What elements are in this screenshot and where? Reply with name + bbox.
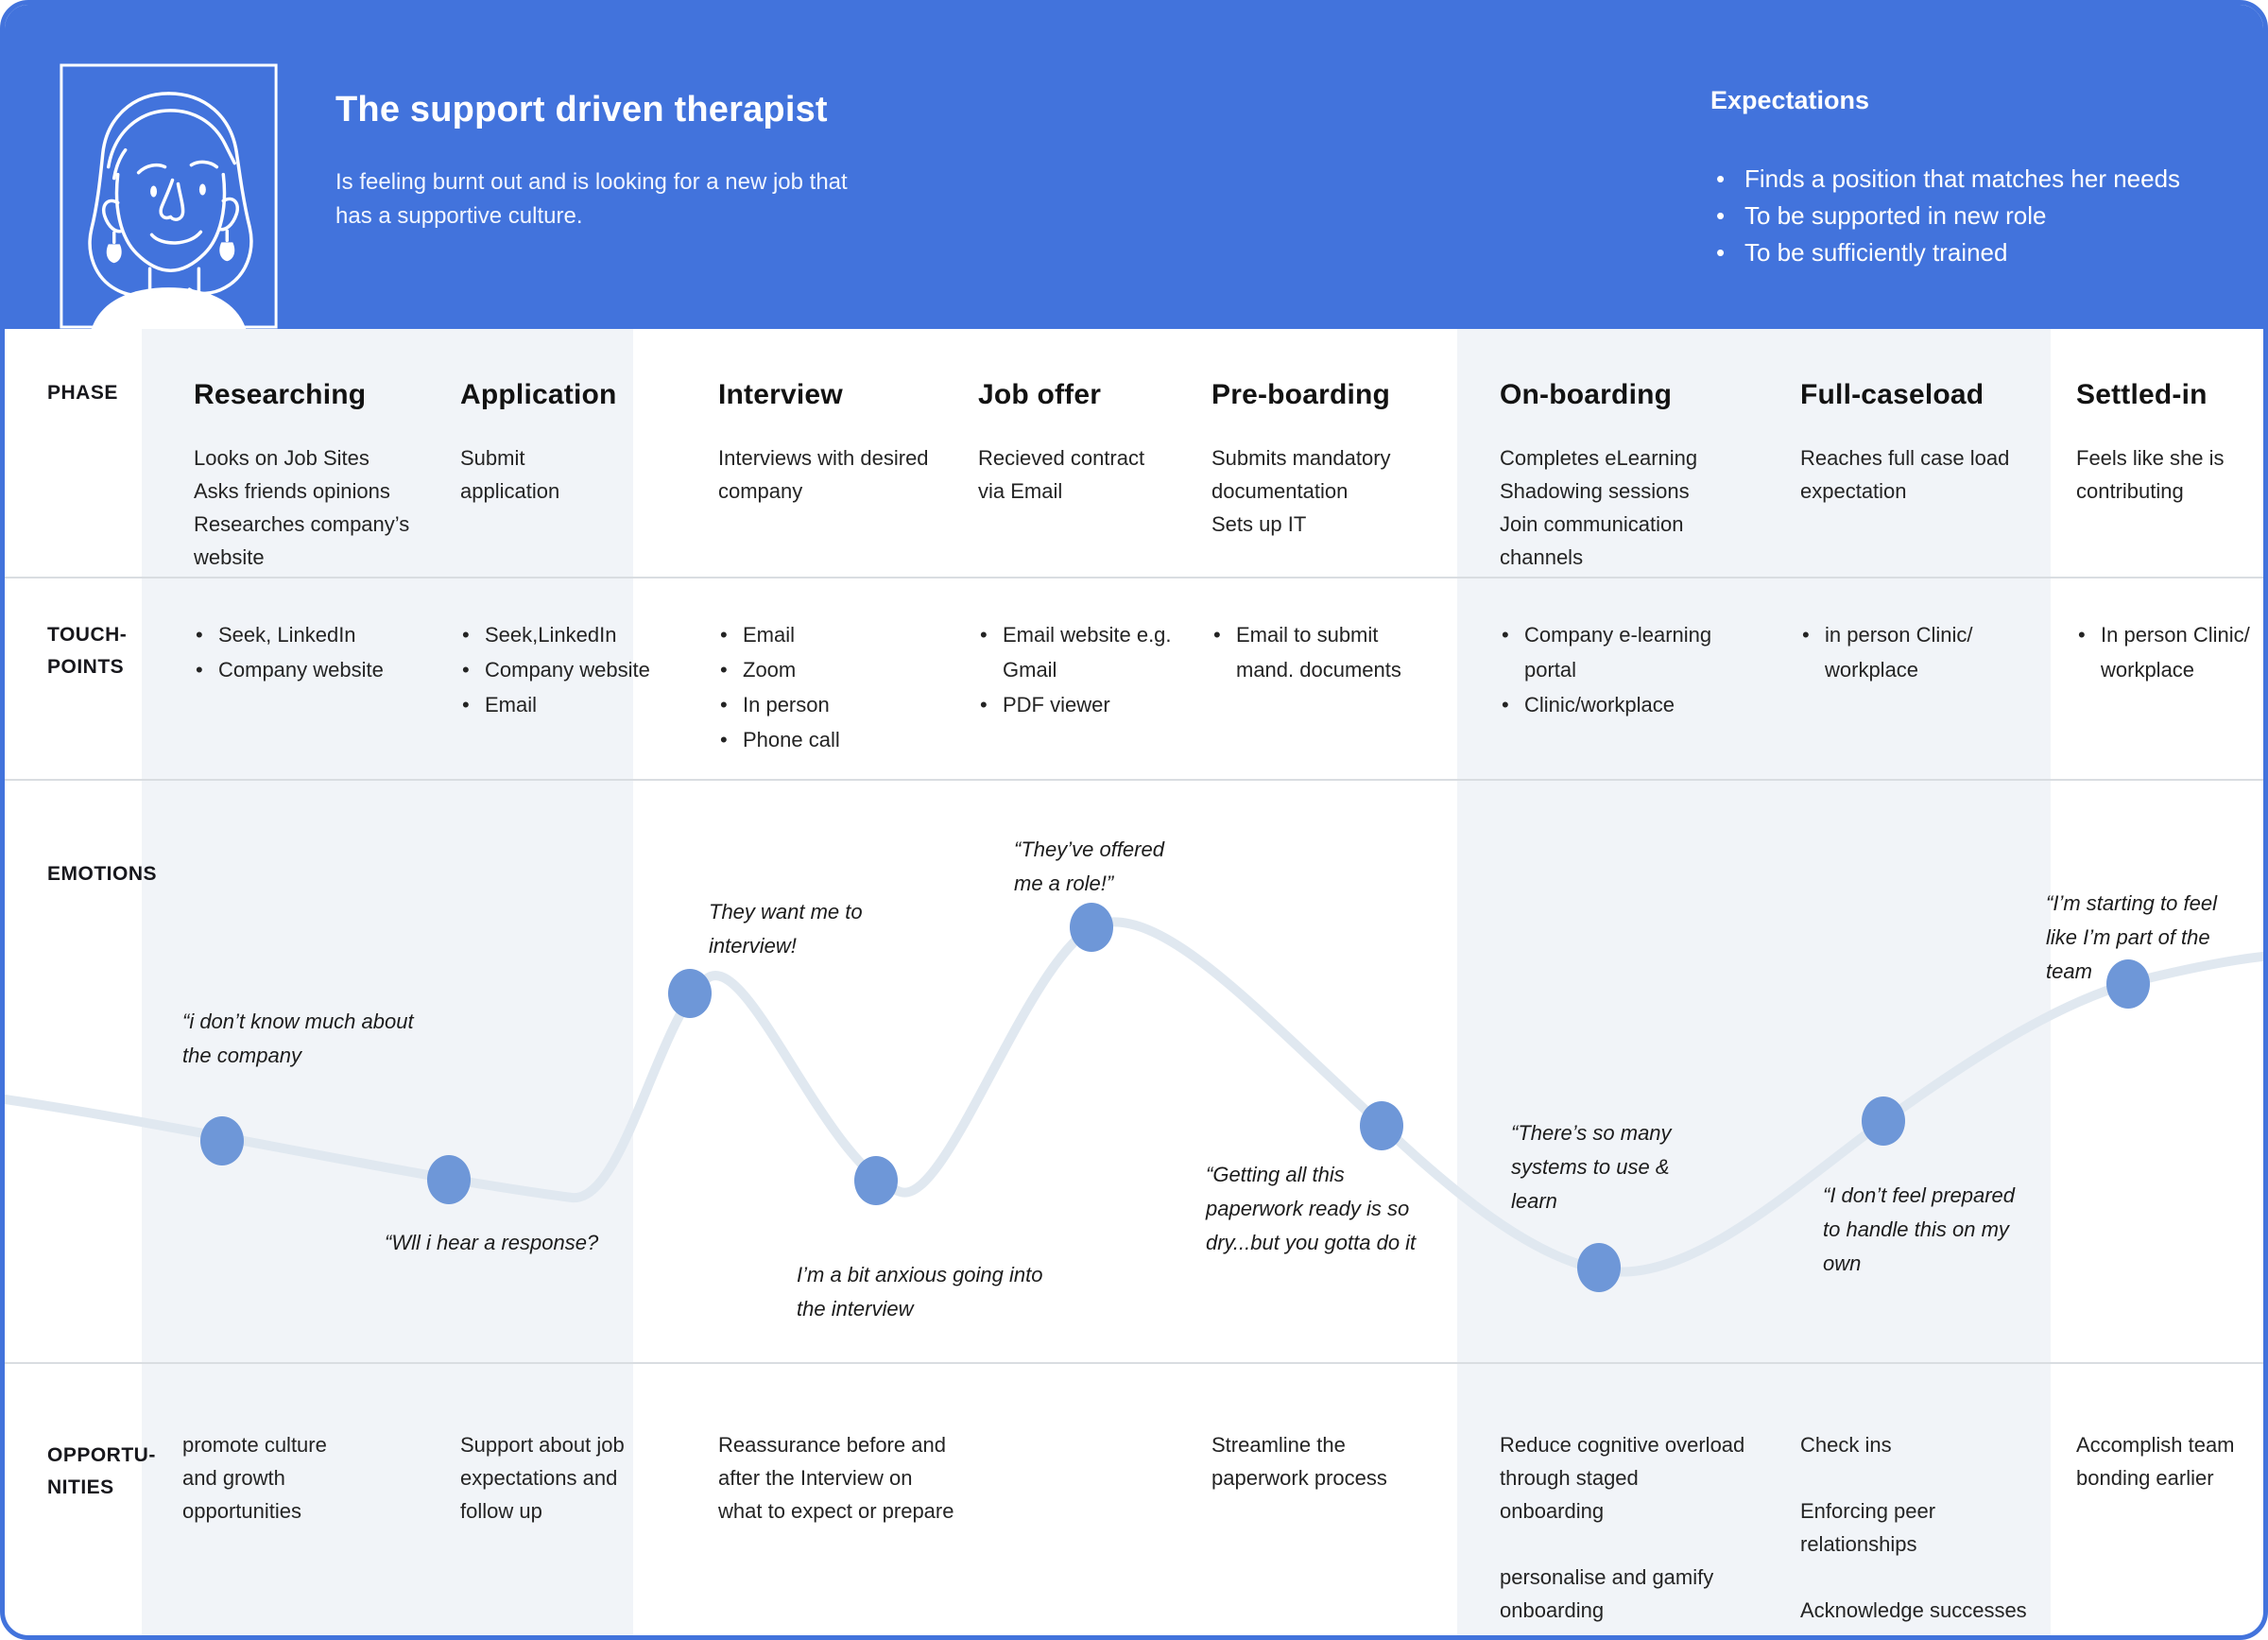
phase-desc: Reaches full case load expectation [1800,446,2010,503]
phase-desc: Submits mandatory documentation Sets up … [1211,446,1391,536]
emotion-dot [1070,903,1113,952]
row-label-opportunities: OPPORTU- NITIES [47,1444,156,1498]
opportunity-pre-boarding: Streamline the paperwork process [1211,1433,1387,1490]
phase-column-researching: Researching Looks on Job Sites Asks frie… [194,379,409,574]
expectation-item: To be sufficiently trained [1710,234,2180,271]
expectations-section: Expectations Finds a position that match… [1710,86,2180,271]
expectations-list: Finds a position that matches her needsT… [1710,161,2180,271]
opportunity-on-boarding: Reduce cognitive overload through staged… [1500,1433,1745,1622]
emotion-quote: “I’m starting to feel like I’m part of t… [2046,891,2217,983]
opportunity-settled-in: Accomplish team bonding earlier [2076,1433,2235,1490]
expectations-title: Expectations [1710,86,1870,114]
row-divider [5,577,2263,578]
phase-title: Researching [194,379,367,410]
touchpoint-item: In person Clinic/ workplace [2076,617,2250,687]
touchpoints-on-boarding: Company e-learning portalClinic/workplac… [1500,617,1711,722]
phase-desc: Completes eLearning Shadowing sessions J… [1500,446,1698,569]
phase-title: On-boarding [1500,379,1673,410]
touchpoint-item: Company e-learning portal [1500,617,1711,687]
persona-description: Is feeling burnt out and is looking for … [335,169,848,229]
phase-column-pre-boarding: Pre-boarding Submits mandatory documenta… [1211,379,1391,541]
touchpoint-item: Clinic/workplace [1500,687,1711,722]
opportunity-application: Support about job expectations and follo… [460,1433,625,1523]
emotion-quote: “Wll i hear a response? [385,1231,599,1254]
row-divider [5,779,2263,781]
touchpoints-full-caseload: in person Clinic/ workplace [1800,617,1973,687]
touchpoints-application: Seek,LinkedInCompany websiteEmail [460,617,650,722]
phase-title: Full-caseload [1800,379,1984,410]
touchpoint-item: in person Clinic/ workplace [1800,617,1973,687]
touchpoints-interview: EmailZoomIn personPhone call [718,617,840,757]
phase-desc: Recieved contract via Email [978,446,1145,503]
touchpoint-item: Zoom [718,652,840,687]
persona-avatar [59,63,279,329]
touchpoint-item: Email [460,687,650,722]
phase-desc: Looks on Job Sites Asks friends opinions… [194,446,410,569]
avatar-illustration-icon [60,63,278,329]
touchpoints-settled-in: In person Clinic/ workplace [2076,617,2250,687]
touchpoint-item: In person [718,687,840,722]
emotion-dot [1360,1101,1403,1150]
touchpoint-item: PDF viewer [978,687,1172,722]
touchpoint-item: Seek,LinkedIn [460,617,650,652]
phase-column-application: Application Submit application [460,379,617,508]
touchpoint-item: Company website [460,652,650,687]
touchpoint-item: Seek, LinkedIn [194,617,384,652]
phase-desc: Interviews with desired company [718,446,929,503]
row-label-phase: PHASE [47,382,118,404]
opportunity-full-caseload: Check ins Enforcing peer relationships A… [1800,1433,2027,1622]
emotion-quote: “There’s so many systems to use & learn [1511,1121,1672,1213]
touchpoint-item: Email website e.g. Gmail [978,617,1172,687]
emotion-quote: I’m a bit anxious going into the intervi… [797,1263,1043,1321]
persona-header: The support driven therapist Is feeling … [5,5,2263,329]
touchpoint-item: Phone call [718,722,840,757]
emotion-quote: “Getting all this paperwork ready is so … [1206,1163,1417,1254]
phase-title: Settled-in [2076,379,2208,410]
touchpoint-list: Seek, LinkedInCompany website [194,617,384,687]
touchpoint-item: Company website [194,652,384,687]
touchpoint-item: Email [718,617,840,652]
phase-title: Job offer [978,379,1102,410]
row-divider [5,1362,2263,1364]
phase-column-full-caseload: Full-caseload Reaches full case load exp… [1800,379,2009,508]
touchpoints-researching: Seek, LinkedInCompany website [194,617,384,687]
touchpoint-list: EmailZoomIn personPhone call [718,617,840,757]
emotion-dot [668,969,712,1018]
row-label-touchpoints: TOUCH- POINTS [47,624,128,678]
phase-column-on-boarding: On-boarding Completes eLearning Shadowin… [1500,379,1697,574]
opportunity-researching: promote culture and growth opportunities [182,1433,327,1523]
phase-desc: Feels like she is contributing [2076,446,2225,503]
phase-column-settled-in: Settled-in Feels like she is contributin… [2076,379,2225,508]
touchpoint-list: Email to submit mand. documents [1211,617,1401,687]
touchpoint-list: Company e-learning portalClinic/workplac… [1500,617,1711,722]
opportunity-interview: Reassurance before and after the Intervi… [718,1433,954,1523]
page-title: The support driven therapist [335,90,828,129]
phase-column-interview: Interview Interviews with desired compan… [718,379,929,508]
expectation-item: To be supported in new role [1710,198,2180,234]
phase-column-job-offer: Job offer Recieved contract via Email [978,379,1144,508]
touchpoints-pre-boarding: Email to submit mand. documents [1211,617,1401,687]
touchpoint-list: In person Clinic/ workplace [2076,617,2250,687]
touchpoint-list: Email website e.g. GmailPDF viewer [978,617,1172,722]
phase-title: Pre-boarding [1211,379,1391,410]
emotion-quote: “i don’t know much about the company [182,1010,414,1067]
emotion-quote: “They’ve offered me a role!” [1014,837,1164,895]
row-label-emotions: EMOTIONS [47,863,158,885]
phase-title: Application [460,379,617,410]
touchpoints-job-offer: Email website e.g. GmailPDF viewer [978,617,1172,722]
touchpoint-item: Email to submit mand. documents [1211,617,1401,687]
touchpoint-list: in person Clinic/ workplace [1800,617,1973,687]
expectation-item: Finds a position that matches her needs [1710,161,2180,198]
emotion-quote: They want me to interview! [709,900,863,958]
phase-title: Interview [718,379,843,410]
emotion-quote: “I don’t feel prepared to handle this on… [1823,1183,2016,1275]
touchpoint-list: Seek,LinkedInCompany websiteEmail [460,617,650,722]
emotion-dot [854,1156,898,1205]
phase-desc: Submit application [460,446,560,503]
